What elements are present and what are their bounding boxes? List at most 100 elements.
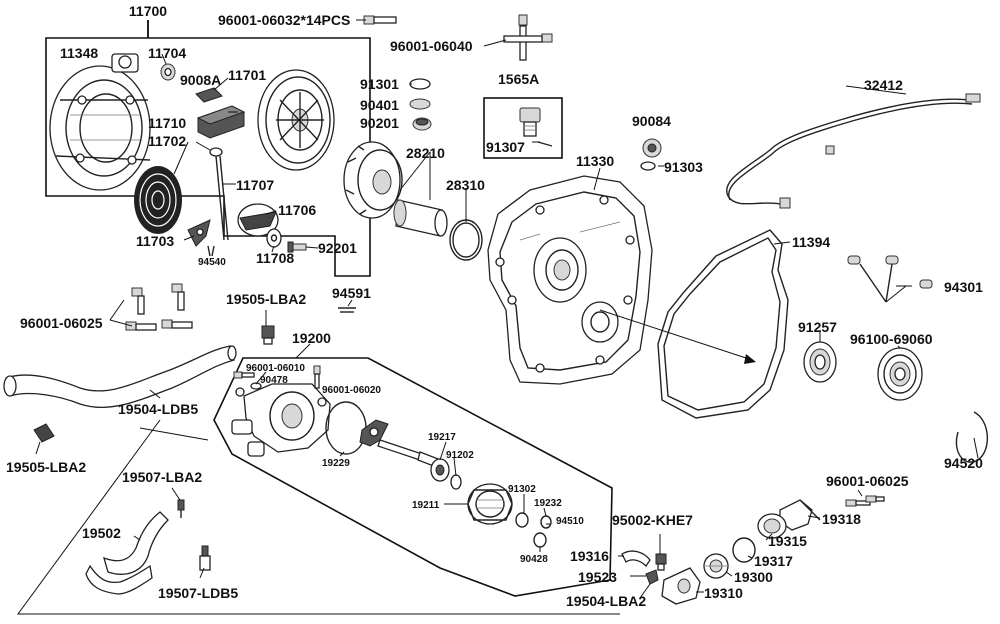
part-94591 — [338, 307, 356, 313]
label-91302: 91302 — [508, 484, 536, 495]
label-19502: 19502 — [82, 525, 121, 541]
pulley-11701 — [257, 69, 335, 171]
label-11707: 11707 — [236, 177, 274, 193]
bolts-96001-06040 — [503, 14, 553, 61]
label-96001-06025-a: 96001-06025 — [20, 315, 103, 331]
label-95002-KHE7: 95002-KHE7 — [612, 512, 693, 528]
starter-handle-11710 — [196, 105, 246, 139]
ratchet-11706 — [237, 203, 279, 237]
label-28210: 28210 — [406, 145, 445, 161]
clamp-19507-LDB5 — [199, 545, 211, 571]
group-box-19200 — [213, 357, 613, 597]
oring-91303 — [640, 161, 656, 171]
label-1565A: 1565A — [498, 71, 539, 87]
oring-91302 — [515, 512, 529, 528]
part-9008A — [195, 87, 223, 103]
pump-housing-19200 — [231, 383, 331, 457]
spring-11702 — [134, 166, 182, 234]
label-96001-06010: 96001-06010 — [246, 363, 305, 374]
label-96001-06020: 96001-06020 — [322, 385, 381, 396]
label-91301: 91301 — [360, 76, 399, 92]
label-96001-06032: 96001-06032*14PCS — [218, 12, 350, 28]
label-19507-LBA2: 19507-LBA2 — [122, 469, 202, 485]
label-19200: 19200 — [292, 330, 331, 346]
label-19505-LBA2-a: 19505-LBA2 — [226, 291, 306, 307]
shaft-28210 — [393, 199, 448, 237]
circlip-28310 — [449, 219, 483, 261]
cover-19315 — [757, 513, 787, 539]
bolts-96001-06025-left — [125, 283, 193, 331]
label-19318: 19318 — [822, 511, 861, 527]
bolts-96001-06025-right — [845, 495, 885, 507]
label-94540: 94540 — [198, 257, 226, 268]
oring-91202 — [450, 474, 462, 490]
gear-28210 — [343, 141, 403, 219]
label-90084: 90084 — [632, 113, 671, 129]
label-94520: 94520 — [944, 455, 983, 471]
label-11700: 11700 — [129, 3, 167, 19]
crankcase-cover-11330 — [487, 175, 653, 385]
clamp-95002-KHE7 — [655, 553, 667, 571]
label-11394: 11394 — [792, 234, 830, 250]
label-11703: 11703 — [136, 233, 174, 249]
label-19504-LBA2: 19504-LBA2 — [566, 593, 646, 609]
clamp-19505-LBA2-top — [261, 325, 275, 345]
label-19523: 19523 — [578, 569, 617, 585]
part-90084 — [642, 138, 662, 158]
label-90478: 90478 — [260, 375, 288, 386]
label-19316: 19316 — [570, 548, 609, 564]
label-90428: 90428 — [520, 554, 548, 565]
label-19505-LBA2-b: 19505-LBA2 — [6, 459, 86, 475]
label-94301: 94301 — [944, 279, 983, 295]
label-91202: 91202 — [446, 450, 474, 461]
oring-19229 — [325, 401, 367, 455]
bolt-96001-06032 — [363, 15, 397, 25]
label-11702: 11702 — [148, 133, 186, 149]
clamp-19523 — [645, 569, 659, 585]
label-96100-69060: 96100-69060 — [850, 331, 933, 347]
hose-19504-LDB5 — [3, 345, 237, 408]
label-94510: 94510 — [556, 516, 584, 527]
part-11704 — [160, 63, 176, 81]
label-19315: 19315 — [768, 533, 807, 549]
label-91307: 91307 — [486, 139, 525, 155]
washer-90401 — [409, 98, 431, 110]
thermostat-19300 — [703, 553, 729, 579]
label-96001-06040: 96001-06040 — [390, 38, 473, 54]
label-19504-LDB5: 19504-LDB5 — [118, 401, 198, 417]
label-11708: 11708 — [256, 250, 294, 266]
label-91303: 91303 — [664, 159, 703, 175]
pawl-11703 — [187, 219, 211, 247]
label-11710: 11710 — [148, 115, 186, 131]
label-28310: 28310 — [446, 177, 485, 193]
label-32412: 32412 — [864, 77, 903, 93]
label-11704: 11704 — [148, 45, 186, 61]
clip-94540 — [207, 245, 215, 257]
seal-91257 — [803, 341, 837, 383]
label-11348: 11348 — [60, 45, 98, 61]
washer-90428 — [533, 532, 547, 548]
pins-94301 — [847, 255, 933, 303]
label-11706: 11706 — [278, 202, 316, 218]
leader-lines — [35, 19, 979, 599]
label-19229: 19229 — [322, 458, 350, 469]
gasket-11394 — [657, 229, 789, 419]
circlip-94520 — [955, 411, 989, 463]
group-box-1565A — [483, 97, 563, 159]
label-11330: 11330 — [576, 153, 614, 169]
hose-19502 — [85, 511, 169, 595]
label-9008A: 9008A — [180, 72, 221, 88]
label-19232: 19232 — [534, 498, 562, 509]
screw-96001-06020 — [313, 365, 321, 389]
label-19507-LDB5: 19507-LDB5 — [158, 585, 238, 601]
label-19300: 19300 — [734, 569, 773, 585]
plug-1565A — [519, 107, 553, 147]
seal-19217 — [430, 458, 450, 482]
recoil-housing-11348 — [49, 53, 151, 191]
washer-90478 — [250, 382, 262, 390]
label-19217: 19217 — [428, 432, 456, 443]
label-11701: 11701 — [228, 67, 266, 83]
bearing-96100-69060 — [877, 347, 923, 401]
screws-96001-06010 — [233, 371, 255, 379]
